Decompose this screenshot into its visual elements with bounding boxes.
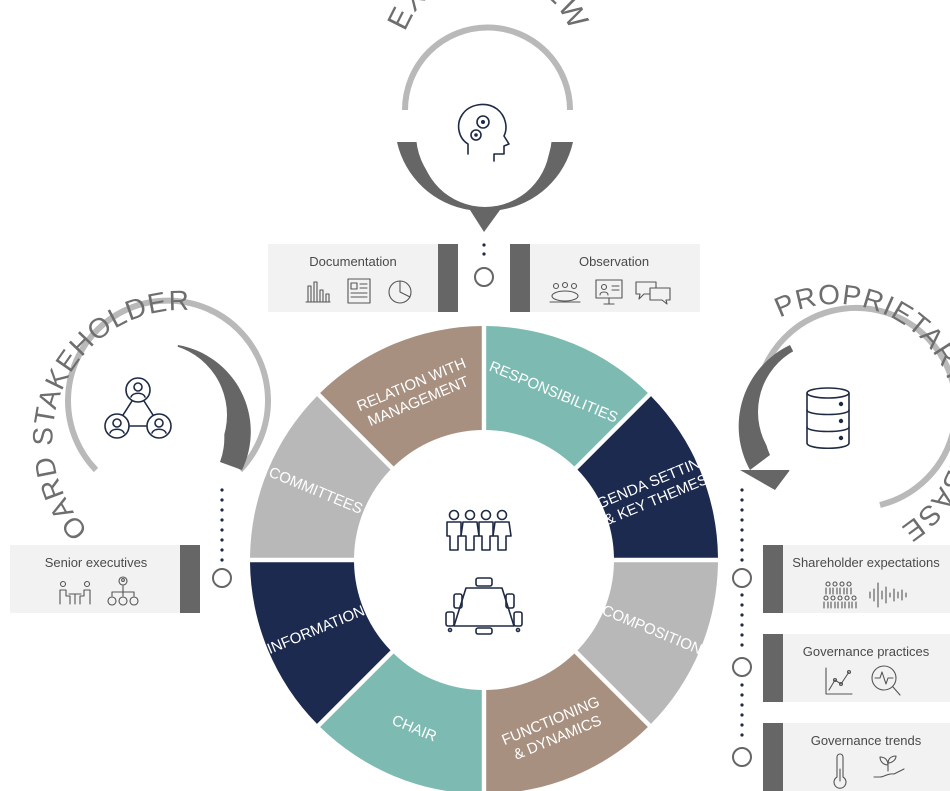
wheel-segment (250, 562, 391, 724)
wheel-segment (577, 562, 718, 724)
observation-label: Observation (579, 254, 649, 269)
wheel-segment (486, 653, 648, 791)
database-icon (806, 387, 850, 450)
governance-trends-box: Governance trends (763, 723, 950, 791)
wheel-center (356, 432, 612, 688)
crowd-icon (823, 581, 857, 609)
senior-executives-box: Senior executives (10, 545, 200, 613)
expert-light-arc (402, 24, 573, 111)
observation-box: Observation (510, 244, 700, 312)
chat-bubbles-icon (635, 281, 671, 305)
shareholder-expectations-label: Shareholder expectations (792, 555, 940, 570)
expert-connector-node (474, 267, 494, 287)
boardroom-table-icon (445, 577, 523, 635)
expert-connector-dots (482, 243, 486, 256)
wheel-segment (320, 653, 482, 791)
database-connector-dots (740, 488, 744, 737)
meeting-table-icon (549, 281, 581, 303)
documentation-label: Documentation (309, 254, 396, 269)
magnifier-pulse-icon (871, 665, 901, 696)
sound-wave-icon (869, 582, 907, 608)
wheel-segment (250, 396, 391, 558)
document-icon (347, 278, 371, 304)
head-gears-icon (457, 103, 510, 162)
database-node-1 (732, 568, 752, 588)
thermometer-icon (833, 753, 847, 789)
pie-chart-icon (388, 280, 412, 304)
board-connector-node (212, 568, 232, 588)
line-chart-icon (825, 667, 853, 695)
wheel-segment (577, 396, 718, 558)
expert-disc (416, 66, 552, 202)
expert-dark-pointer (397, 142, 573, 232)
governance-practices-box: Governance practices (763, 634, 950, 702)
database-node-3 (732, 747, 752, 767)
plant-hand-icon (873, 755, 905, 778)
network-people-icon (104, 377, 172, 439)
documentation-box: Documentation (268, 244, 458, 312)
governance-trends-label: Governance trends (811, 733, 922, 748)
bar-chart-icon (305, 281, 331, 303)
shareholder-expectations-box: Shareholder expectations (763, 545, 950, 613)
senior-executives-label: Senior executives (45, 555, 148, 570)
board-connector-dots (220, 488, 224, 562)
wheel-segment (320, 326, 482, 467)
interview-icon (59, 580, 91, 605)
expert-view-hub: EXPERT VIEW (381, 0, 594, 287)
governance-practices-label: Governance practices (803, 644, 930, 659)
org-chart-icon (107, 576, 139, 606)
wheel-segment (486, 326, 648, 467)
presentation-icon (595, 279, 623, 305)
board-members-icon (446, 509, 512, 551)
database-node-2 (732, 657, 752, 677)
